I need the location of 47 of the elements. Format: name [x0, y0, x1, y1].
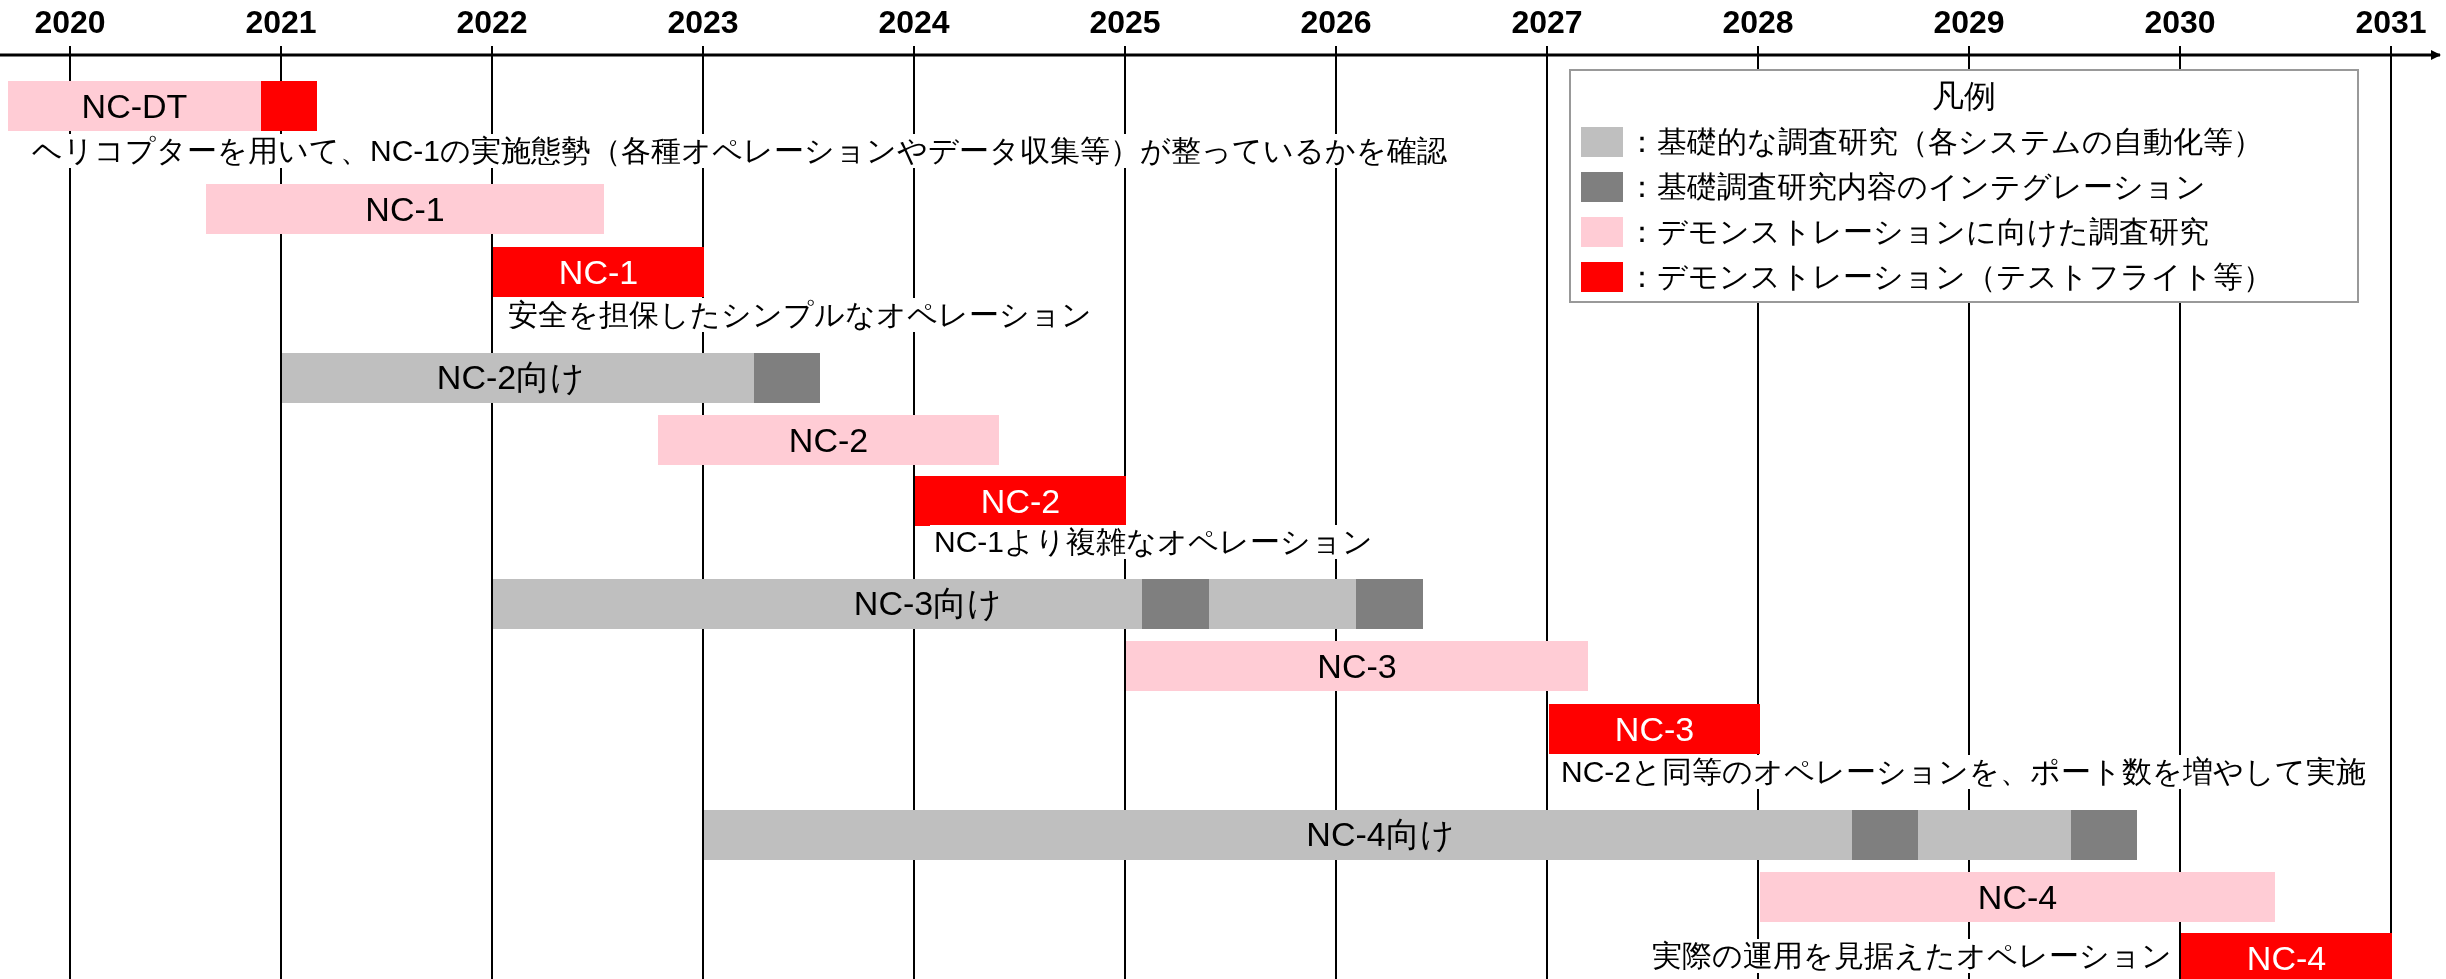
year-label: 2025 — [1088, 4, 1162, 40]
year-label: 2028 — [1721, 4, 1795, 40]
bar-label: NC-4 — [2246, 938, 2327, 978]
year-label: 2024 — [877, 4, 951, 40]
timeline-bar — [206, 184, 604, 234]
timeline-bar — [493, 579, 1423, 629]
bar-label: NC-3向け — [853, 583, 1003, 624]
timeline-bar — [658, 415, 999, 465]
timeline-bar — [1760, 872, 2275, 922]
timeline-bar — [1852, 810, 1918, 860]
timeline-bar — [8, 81, 261, 131]
legend-text: ：デモンストレーションに向けた調査研究 — [1627, 214, 2209, 250]
legend-text: ：基礎的な調査研究（各システムの自動化等） — [1627, 124, 2263, 160]
timeline-bar — [704, 810, 2137, 860]
timeline-bar — [2181, 933, 2392, 979]
year-label: 2021 — [244, 4, 318, 40]
timeline-bar — [1126, 641, 1588, 691]
year-label: 2031 — [2354, 4, 2428, 40]
timeline-bar — [1549, 704, 1760, 754]
timeline-bar — [754, 353, 820, 403]
year-label: 2026 — [1299, 4, 1373, 40]
legend-text: ：基礎調査研究内容のインテグレーション — [1627, 169, 2206, 205]
bar-label: NC-1 — [558, 252, 639, 292]
bar-label: NC-3 — [1317, 646, 1397, 686]
bar-label: NC-2 — [788, 420, 869, 460]
year-label: 2023 — [666, 4, 740, 40]
timeline-bar — [915, 476, 1126, 526]
bar-label: NC-4 — [1977, 877, 2058, 917]
bar-label: NC-4向け — [1306, 814, 1455, 855]
bar-label: NC-1 — [365, 189, 445, 229]
legend-title: 凡例 — [1931, 77, 1997, 115]
timeline-bar — [1142, 579, 1209, 629]
year-label: 2030 — [2143, 4, 2217, 40]
year-label: 2027 — [1510, 4, 1584, 40]
timeline-bar — [493, 247, 704, 297]
bar-label: NC-3 — [1614, 709, 1695, 749]
legend-text: ：デモンストレーション（テストフライト等） — [1627, 259, 2273, 295]
timeline-bar — [261, 81, 317, 131]
bar-label: NC-DT — [81, 86, 188, 126]
year-label: 2029 — [1932, 4, 2006, 40]
timeline-bar — [2071, 810, 2137, 860]
year-label: 2022 — [455, 4, 529, 40]
timeline-bar — [282, 353, 820, 403]
bar-label: NC-2 — [980, 481, 1061, 521]
year-label: 2020 — [33, 4, 107, 40]
timeline-bar — [1356, 579, 1423, 629]
bar-label: NC-2向け — [436, 357, 586, 398]
